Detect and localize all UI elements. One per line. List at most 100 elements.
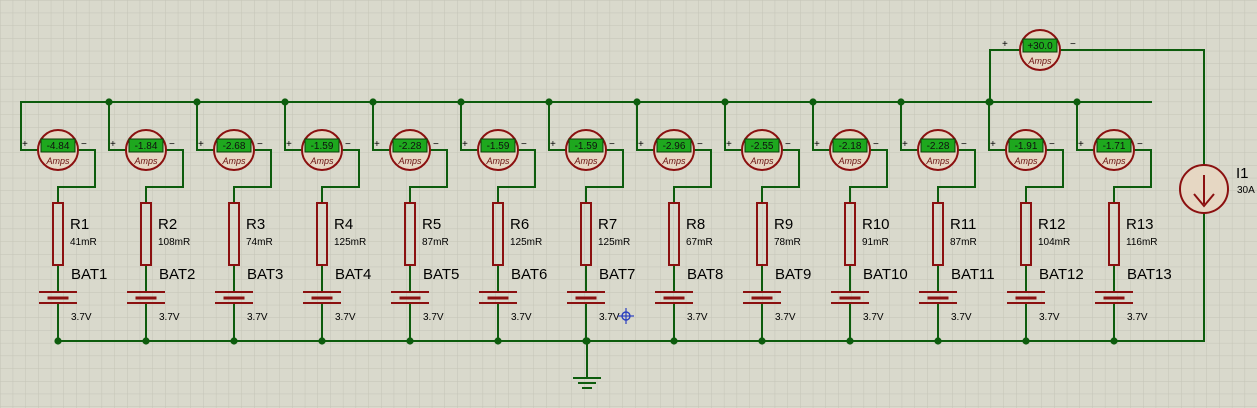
ammeter-reading: -2.55 [751, 141, 774, 152]
terminal-minus-label: − [169, 139, 175, 150]
junction-dot [54, 337, 62, 345]
current-source-value: 30A [1237, 185, 1255, 196]
terminal-plus-label: + [902, 139, 908, 150]
junction-dot [846, 337, 854, 345]
ammeter-unit: Amps [1027, 56, 1052, 66]
junction-dot [105, 98, 113, 106]
junction-dot [1022, 337, 1030, 345]
terminal-minus-label: − [609, 139, 615, 150]
battery-value: 3.7V [511, 312, 532, 323]
battery-ref: BAT9 [775, 266, 811, 283]
battery-value: 3.7V [951, 312, 972, 323]
resistor-body [228, 202, 240, 266]
ammeter-reading: -2.28 [927, 141, 950, 152]
junction-dot [986, 98, 994, 106]
battery-ref: BAT6 [511, 266, 547, 283]
terminal-plus-label: + [22, 139, 28, 150]
battery-ref: BAT7 [599, 266, 635, 283]
ammeter-reading: -2.28 [399, 141, 422, 152]
junction-dot [758, 337, 766, 345]
battery-value: 3.7V [1039, 312, 1060, 323]
ammeter-unit: Amps [397, 156, 422, 166]
battery-value: 3.7V [599, 312, 620, 323]
battery-value: 3.7V [863, 312, 884, 323]
terminal-minus-label: − [697, 139, 703, 150]
terminal-minus-label: − [1049, 139, 1055, 150]
terminal-minus-label: − [257, 139, 263, 150]
terminal-plus-label: + [1078, 139, 1084, 150]
battery-value: 3.7V [159, 312, 180, 323]
ammeter-display [480, 138, 516, 153]
resistor-ref: R5 [422, 216, 441, 233]
ammeter-reading: -2.18 [839, 141, 862, 152]
junction-dot [457, 98, 465, 106]
battery-ref: BAT13 [1127, 266, 1172, 283]
terminal-plus-label: + [726, 139, 732, 150]
resistor-value: 87mR [422, 237, 449, 248]
ammeter-unit: Amps [749, 156, 774, 166]
terminal-plus-label: + [1002, 39, 1008, 50]
resistor-ref: R6 [510, 216, 529, 233]
terminal-minus-label: − [521, 139, 527, 150]
ammeter-display [832, 138, 868, 153]
junction-dot [318, 337, 326, 345]
terminal-minus-label: − [1137, 139, 1143, 150]
junction-dot [281, 98, 289, 106]
components: -4.84Amps+−R141mRBAT13.7V-1.84Amps+−R210… [22, 29, 1255, 324]
resistor-body [668, 202, 680, 266]
resistor-value: 78mR [774, 237, 801, 248]
ammeter-unit: Amps [925, 156, 950, 166]
junction-dot [934, 337, 942, 345]
junctions [54, 98, 1118, 345]
junction-dot [897, 98, 905, 106]
resistor-value: 67mR [686, 237, 713, 248]
battery-ref: BAT2 [159, 266, 195, 283]
resistor-ref: R1 [70, 216, 89, 233]
junction-dot [583, 337, 591, 345]
terminal-minus-label: − [81, 139, 87, 150]
junction-dot [633, 98, 641, 106]
battery-value: 3.7V [687, 312, 708, 323]
ammeter-display [1008, 138, 1044, 153]
resistor-value: 116mR [1126, 237, 1158, 248]
junction-dot [1110, 337, 1118, 345]
terminal-plus-label: + [638, 139, 644, 150]
cursor-crosshair-icon [618, 308, 634, 324]
ammeter-display [216, 138, 252, 153]
resistor-ref: R12 [1038, 216, 1066, 233]
ammeter-reading: -2.96 [663, 141, 686, 152]
junction-dot [545, 98, 553, 106]
current-arrow-icon [1193, 193, 1215, 208]
ammeter-reading: +30.0 [1027, 41, 1053, 52]
ammeter-reading: -1.59 [487, 141, 510, 152]
current-source [1179, 164, 1229, 214]
ammeter-display [1022, 38, 1058, 53]
resistor-value: 125mR [334, 237, 366, 248]
ammeter-unit: Amps [661, 156, 686, 166]
ammeter-reading: -1.91 [1015, 141, 1038, 152]
ammeter-reading: -1.71 [1103, 141, 1126, 152]
battery-value: 3.7V [335, 312, 356, 323]
terminal-plus-label: + [286, 139, 292, 150]
ammeter-display [920, 138, 956, 153]
battery-ref: BAT10 [863, 266, 908, 283]
ammeter-reading: -2.68 [223, 141, 246, 152]
junction-dot [809, 98, 817, 106]
junction-dot [670, 337, 678, 345]
terminal-minus-label: − [433, 139, 439, 150]
junction-dot [142, 337, 150, 345]
resistor-value: 104mR [1038, 237, 1070, 248]
ammeter-display [656, 138, 692, 153]
ammeter-unit: Amps [133, 156, 158, 166]
battery-ref: BAT4 [335, 266, 371, 283]
ammeter-unit: Amps [309, 156, 334, 166]
battery-ref: BAT12 [1039, 266, 1084, 283]
battery-value: 3.7V [775, 312, 796, 323]
